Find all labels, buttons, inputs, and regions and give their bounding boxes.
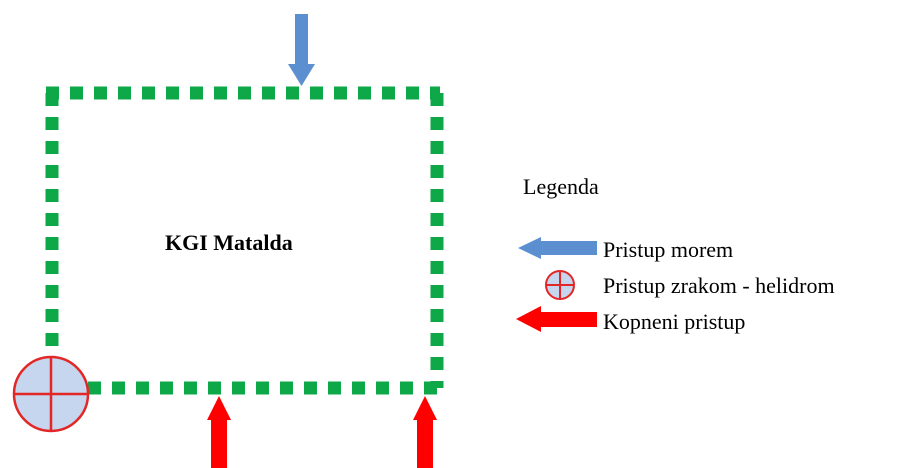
area-boundary (45, 86, 444, 395)
land-access-arrow-icon (413, 396, 437, 468)
legend-item-land-label: Kopneni pristup (603, 309, 745, 334)
legend-heading: Legenda (523, 174, 599, 199)
helipad-icon (12, 355, 90, 433)
legend: Legenda Pristup morem Pristup zrakom - h… (516, 174, 835, 334)
land-access-arrow-icon (207, 396, 231, 468)
legend-item-sea-label: Pristup morem (603, 237, 733, 262)
blue-arrow-icon (518, 237, 597, 259)
legend-item-air-label: Pristup zrakom - helidrom (603, 273, 835, 298)
legend-helipad-icon (545, 270, 575, 300)
sea-access-arrow-icon (288, 14, 315, 86)
red-arrow-icon (516, 306, 597, 332)
area-label: KGI Matalda (165, 230, 293, 255)
